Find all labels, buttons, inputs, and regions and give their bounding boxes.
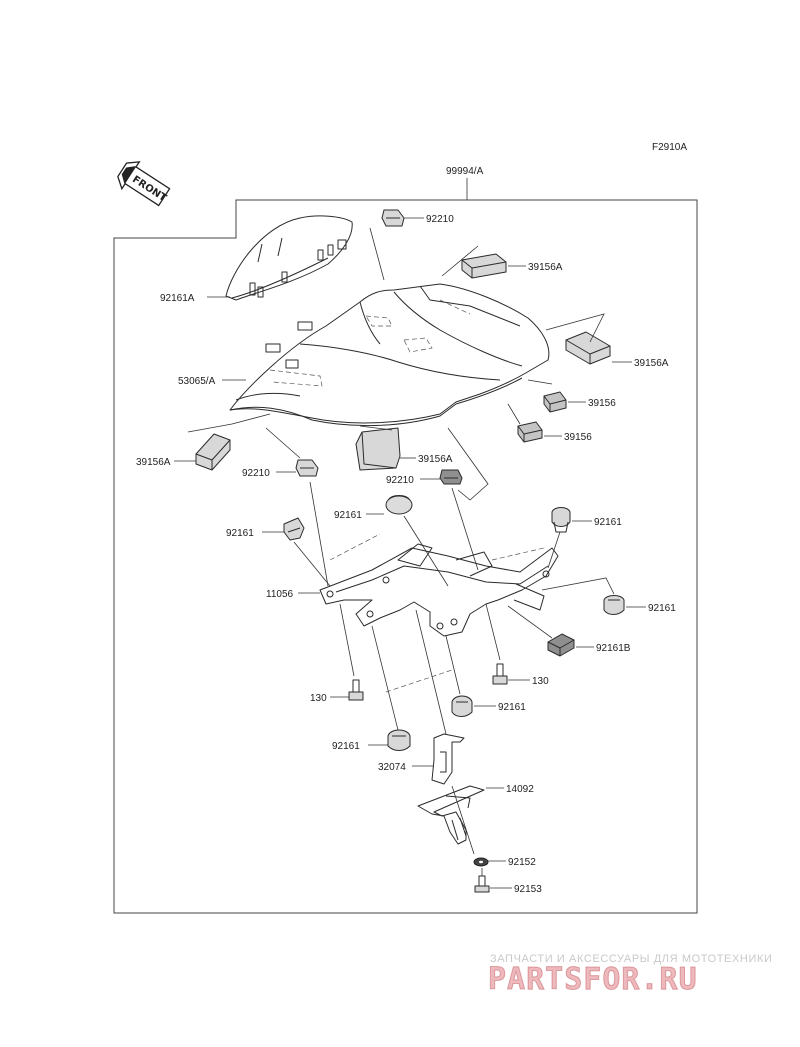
- callout-92161-left: 92161: [226, 528, 254, 539]
- callout-92161a: 92161A: [160, 293, 195, 304]
- seat-cowl-top-part: [225, 215, 353, 301]
- bracket-14092-part: [417, 785, 485, 845]
- grommet-92210-left-part: [295, 459, 319, 477]
- grommet-92210-right-part: [439, 469, 463, 485]
- callout-92153: 92153: [514, 884, 542, 895]
- front-arrow-icon: FRONT: [117, 161, 171, 207]
- callout-53065a: 53065/A: [178, 376, 216, 387]
- bracket-32074-part: [431, 733, 465, 785]
- pad-39156-b-part: [517, 421, 543, 443]
- callout-92161-lower-center: 92161: [498, 702, 526, 713]
- bracket-11056-part: [319, 533, 559, 637]
- callout-92161-right-top: 92161: [594, 517, 622, 528]
- callout-92161-center: 92161: [334, 510, 362, 521]
- callout-39156a-upper: 39156A: [528, 262, 563, 273]
- callout-92161-lower-left: 92161: [332, 741, 360, 752]
- callout-labels: 92210 39156A 92161A 39156A 53065/A 39156…: [136, 214, 676, 895]
- screw-92153-part: [474, 875, 490, 893]
- watermark-tagline: ЗАПЧАСТИ И АКСЕССУАРЫ ДЛЯ МОТОТЕХНИКИ: [490, 953, 773, 965]
- figure-code: F2910A: [652, 142, 687, 153]
- callout-39156-upper: 39156: [588, 398, 616, 409]
- damper-92161-right-top-part: [551, 507, 571, 533]
- callout-92210-top: 92210: [426, 214, 454, 225]
- damper-92161-center-part: [385, 495, 413, 515]
- callout-130-right: 130: [532, 676, 549, 687]
- damper-92161-right-low-part: [603, 595, 625, 615]
- callout-92161-right-low: 92161: [648, 603, 676, 614]
- damper-92161-left-part: [283, 517, 305, 541]
- callout-39156a-center: 39156A: [418, 454, 453, 465]
- seat-cover-body-part: [229, 283, 550, 427]
- watermark-logo: PARTSFOR.RU: [488, 962, 698, 998]
- callout-11056: 11056: [266, 589, 294, 600]
- pad-39156-a-part: [543, 391, 567, 413]
- callout-39156a-right: 39156A: [634, 358, 669, 369]
- assembly-ref-label: 99994/A: [446, 166, 484, 177]
- callout-92210-left: 92210: [242, 468, 270, 479]
- callout-92161b: 92161B: [596, 643, 631, 654]
- callout-130-left: 130: [310, 693, 327, 704]
- callout-92210-right: 92210: [386, 475, 414, 486]
- pad-39156a-right-part: [565, 331, 611, 365]
- bolt-130-left-part: [348, 679, 364, 701]
- washer-92152-part: [473, 857, 489, 867]
- assembly-frame: [113, 178, 698, 914]
- damper-92161-lower-center-part: [451, 695, 473, 717]
- pad-39156a-center-part: [355, 427, 401, 471]
- damper-92161-lower-left-part: [387, 729, 411, 751]
- callout-39156-lower: 39156: [564, 432, 592, 443]
- callout-32074: 32074: [378, 762, 406, 773]
- pad-39156a-left-part: [195, 433, 231, 471]
- callout-39156a-left: 39156A: [136, 457, 171, 468]
- damper-92161b-part: [547, 633, 575, 657]
- bolt-130-right-part: [492, 663, 508, 685]
- callout-14092: 14092: [506, 784, 534, 795]
- pad-39156a-upper-part: [461, 253, 507, 279]
- grommet-92210-top-part: [381, 209, 405, 227]
- callout-92152: 92152: [508, 857, 536, 868]
